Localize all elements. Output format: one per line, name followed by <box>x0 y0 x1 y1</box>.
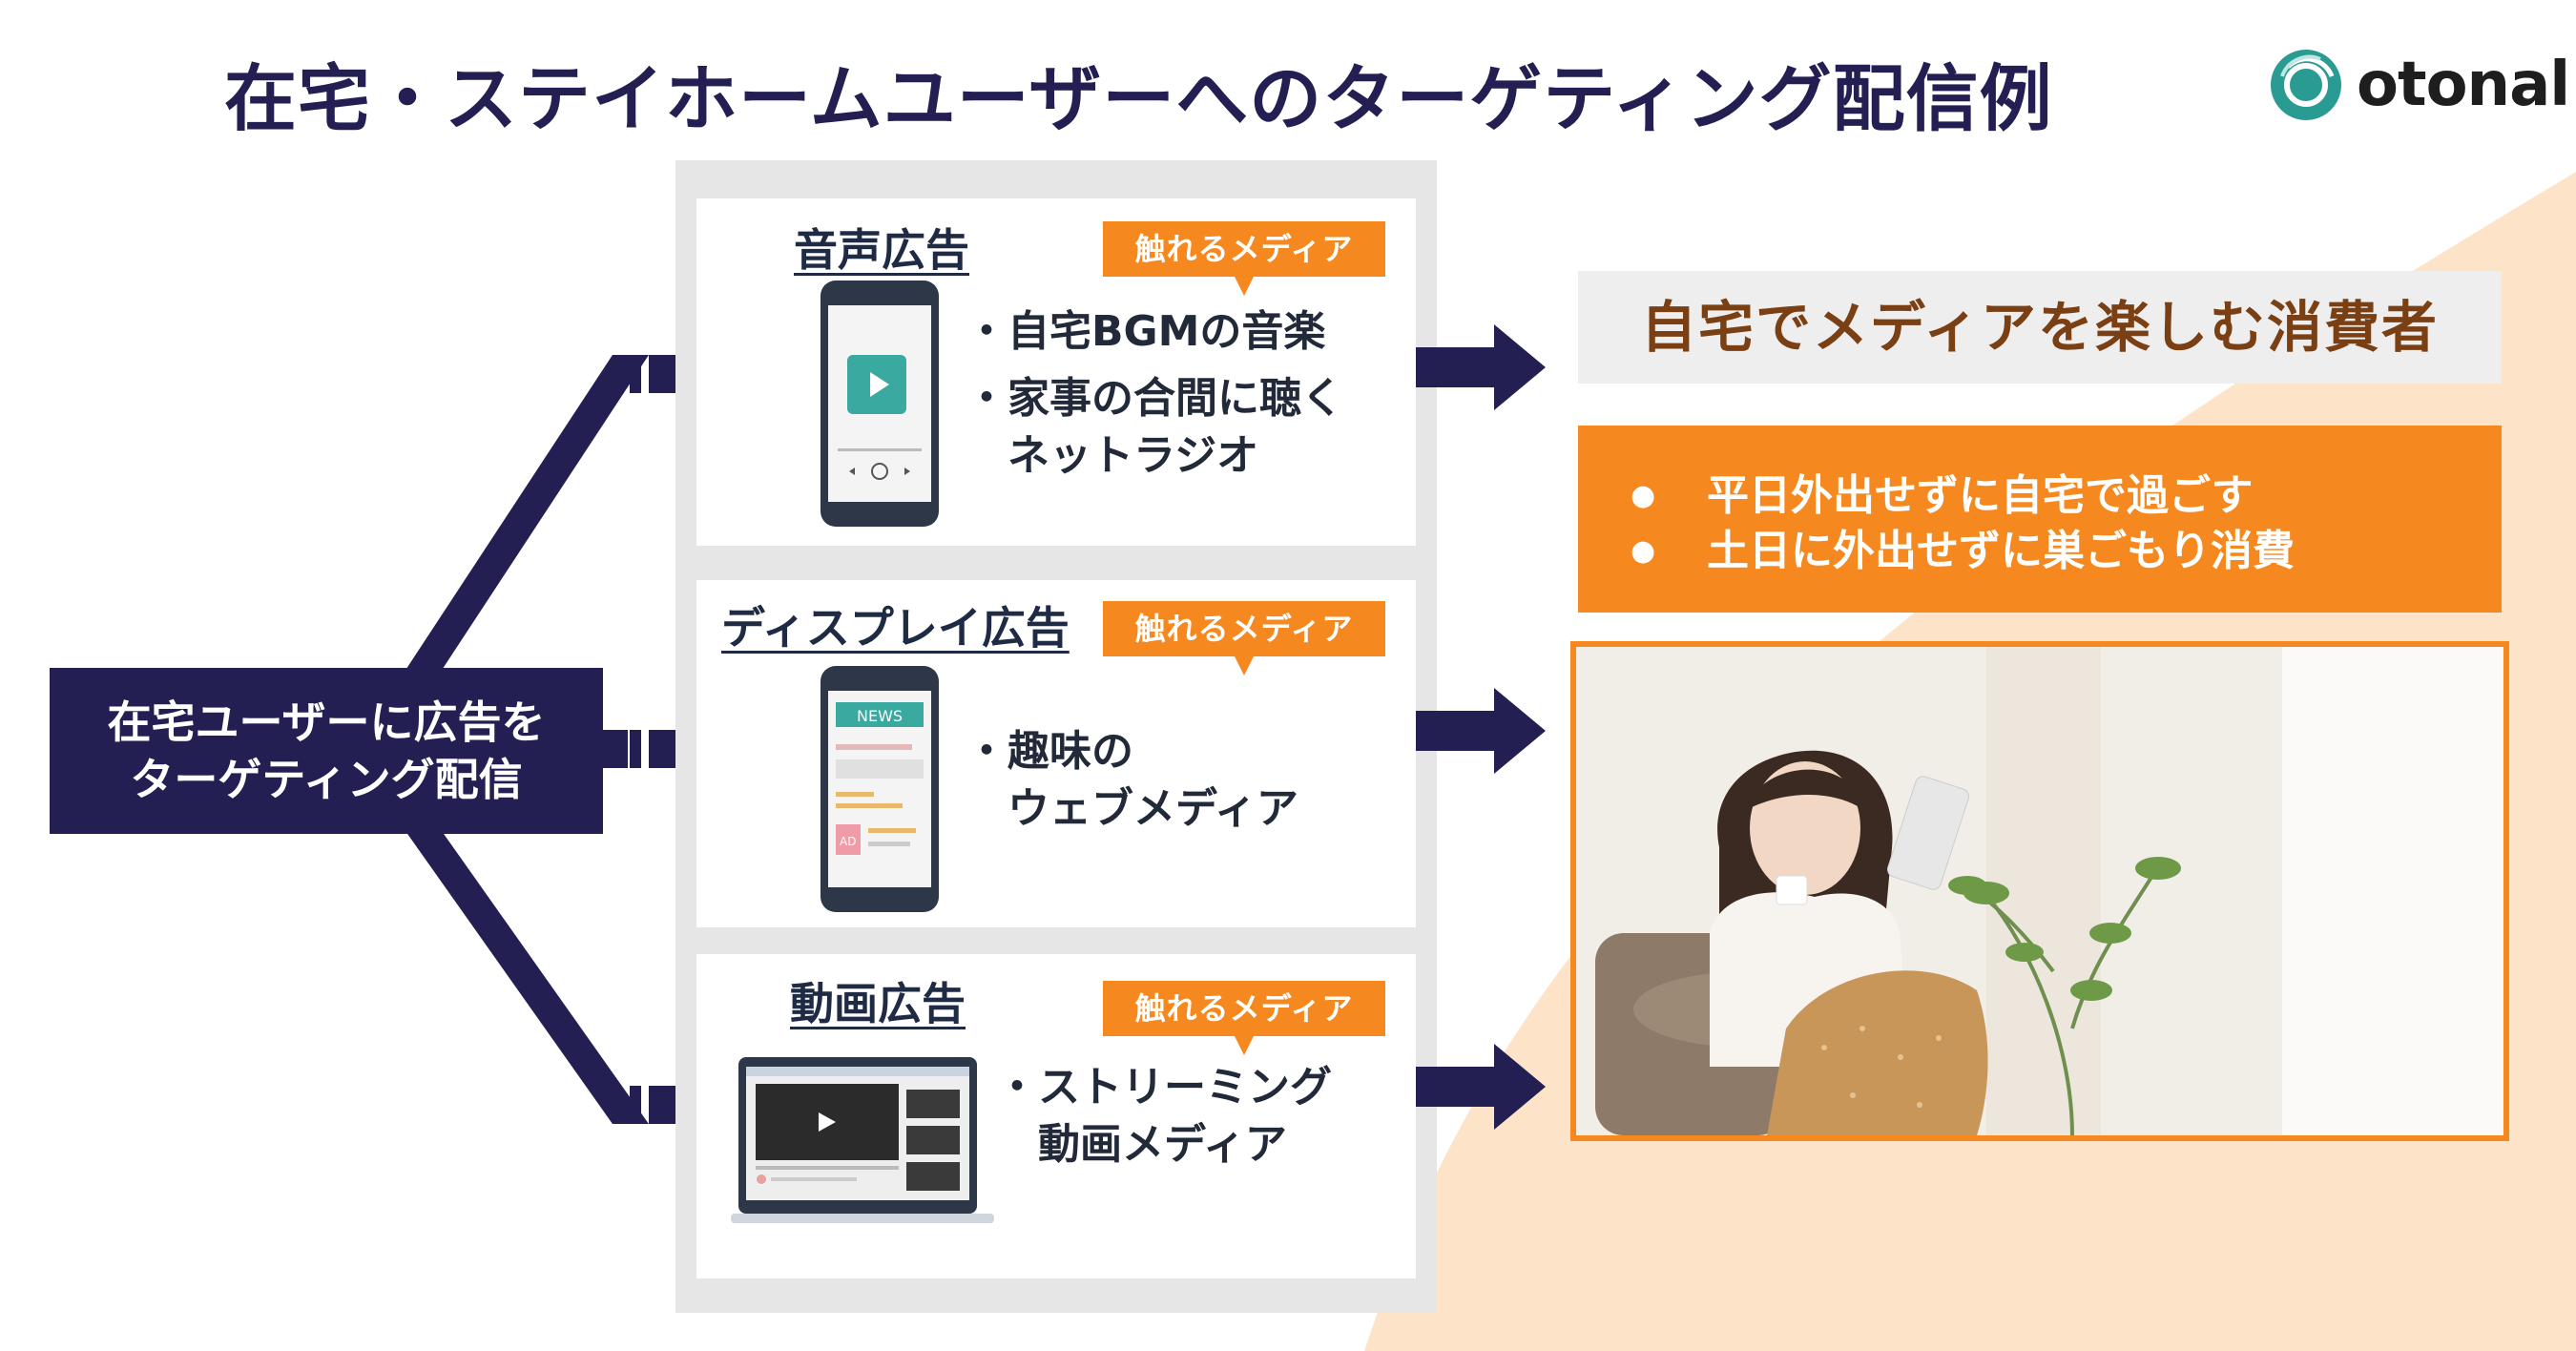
right-arrow-icon <box>1494 324 1546 410</box>
consumer-behavior-box: 平日外出せずに自宅で過ごす 土日に外出せずに巣ごもり消費 <box>1578 426 2502 613</box>
photo-illustration <box>1576 647 2503 1135</box>
audio-ad-title: 音声広告 <box>794 224 969 276</box>
smartphone-news-icon: NEWS AD <box>821 666 939 912</box>
video-ad-title: 動画広告 <box>790 978 966 1029</box>
display-ad-title: ディスプレイ広告 <box>721 602 1070 654</box>
video-ad-bullets: ・ストリーミング 動画メディア <box>996 1059 1332 1183</box>
smartphone-audio-player-icon <box>821 281 939 527</box>
media-badge: 触れるメディア <box>1103 981 1385 1055</box>
bullet-item: 動画メディア <box>996 1120 1287 1169</box>
woman-relaxing-with-tablet-image <box>1570 641 2509 1141</box>
bullet-item: ・家事の合間に聴く <box>966 374 1343 423</box>
ad-formats-panel: 音声広告 触れるメディア ・自宅BGMの音楽 ・家事の合間に聴く ネットラジオ … <box>675 160 1437 1313</box>
target-delivery-box: 在宅ユーザーに広告を ターゲティング配信 <box>50 668 603 834</box>
video-ad-card: 動画広告 触れるメディア ・ストリーミング 動画メディア <box>696 954 1416 1278</box>
display-ad-card: ディスプレイ広告 触れるメディア NEWS AD ・趣味の ウェブメディア <box>696 580 1416 927</box>
otonal-logo: otonal <box>2269 48 2570 122</box>
media-badge: 触れるメディア <box>1103 221 1385 296</box>
behavior-point: 平日外出せずに自宅で過ごす <box>1631 468 2502 524</box>
audio-ad-bullets: ・自宅BGMの音楽 ・家事の合間に聴く ネットラジオ <box>966 303 1343 494</box>
target-delivery-line2: ターゲティング配信 <box>130 754 523 805</box>
bullet-item: ・趣味の <box>966 727 1133 776</box>
right-arrow-icon <box>1494 688 1546 774</box>
bullet-item: ネットラジオ <box>966 431 1259 480</box>
arrows-to-consumer <box>1416 324 1546 1130</box>
consumer-headline: 自宅でメディアを楽しむ消費者 <box>1578 271 2502 384</box>
bullet-item: ウェブメディア <box>966 784 1298 833</box>
bullet-item: ・ストリーミング <box>996 1063 1332 1112</box>
news-label: NEWS <box>857 707 903 725</box>
page-title: 在宅・ステイホームユーザーへのターゲティング配信例 <box>224 56 2053 141</box>
bullet-item: ・自宅BGMの音楽 <box>966 307 1326 356</box>
display-ad-bullets: ・趣味の ウェブメディア <box>966 723 1298 847</box>
behavior-point: 土日に外出せずに巣ごもり消費 <box>1631 524 2502 579</box>
media-badge: 触れるメディア <box>1103 601 1385 676</box>
right-arrow-icon <box>1494 1044 1546 1130</box>
logo-text: otonal <box>2357 50 2570 120</box>
laptop-video-icon <box>731 1057 994 1223</box>
otonal-logo-icon <box>2271 50 2341 120</box>
audio-ad-card: 音声広告 触れるメディア ・自宅BGMの音楽 ・家事の合間に聴く ネットラジオ <box>696 198 1416 546</box>
target-delivery-line1: 在宅ユーザーに広告を <box>107 696 546 748</box>
ad-label: AD <box>840 835 856 848</box>
